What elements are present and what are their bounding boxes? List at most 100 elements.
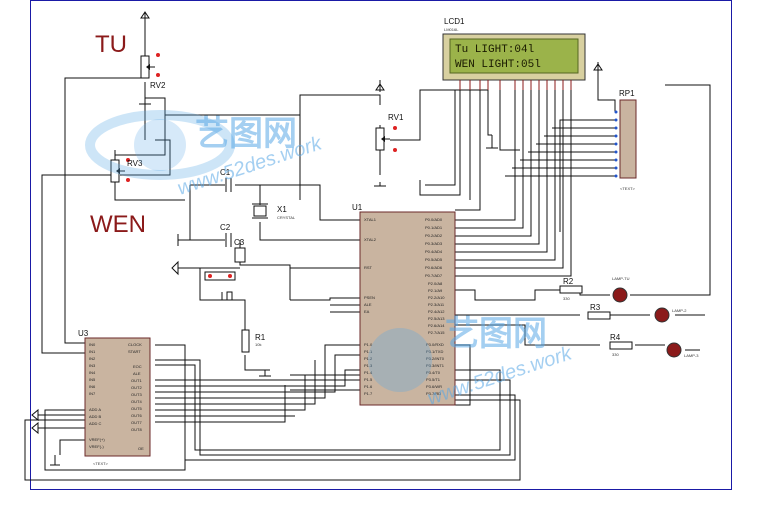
r2-resistor[interactable]: R2 330 — [559, 277, 583, 301]
lcd1-model: LM016L — [444, 27, 459, 32]
svg-text:P3.1/TXD: P3.1/TXD — [426, 349, 443, 354]
svg-text:EA: EA — [364, 309, 370, 314]
rv3-potentiometer[interactable]: RV3 — [110, 158, 143, 183]
svg-text:IN1: IN1 — [89, 349, 96, 354]
watermark-top: 艺图网 www.52des.work — [85, 110, 325, 200]
svg-text:ADD B: ADD B — [89, 414, 102, 419]
lamp-2-label: LAMP-2 — [672, 308, 687, 313]
rp1-label: RP1 — [619, 89, 635, 98]
lcd-data-bus — [419, 90, 572, 277]
svg-text:ALE: ALE — [364, 302, 372, 307]
svg-text:P0.1/AD1: P0.1/AD1 — [425, 225, 443, 230]
svg-text:IN3: IN3 — [89, 363, 96, 368]
svg-text:P0.2/AD2: P0.2/AD2 — [425, 233, 443, 238]
svg-text:P1.5: P1.5 — [364, 377, 373, 382]
svg-text:OUT7: OUT7 — [131, 420, 142, 425]
rp1-text-tag: <TEXT> — [620, 186, 636, 191]
svg-text:OUT4: OUT4 — [131, 399, 142, 404]
svg-text:VREF(+): VREF(+) — [89, 437, 105, 442]
svg-text:OUT3: OUT3 — [131, 392, 142, 397]
rv1-potentiometer[interactable]: RV1 — [375, 113, 404, 152]
u3-text-tag: <TEXT> — [93, 461, 109, 466]
svg-text:CLOCK: CLOCK — [128, 342, 142, 347]
svg-text:IN7: IN7 — [89, 391, 96, 396]
svg-text:P2.6/A14: P2.6/A14 — [428, 323, 445, 328]
svg-text:P2.4/A12: P2.4/A12 — [428, 309, 445, 314]
svg-text:P1.3: P1.3 — [364, 363, 373, 368]
c1-label: C1 — [220, 168, 231, 177]
svg-text:XTAL1: XTAL1 — [364, 217, 377, 222]
svg-text:P0.0/AD0: P0.0/AD0 — [425, 217, 443, 222]
svg-text:OUT8: OUT8 — [131, 427, 142, 432]
lcd-line-1: Tu LIGHT:04l — [455, 44, 534, 56]
c2-capacitor[interactable]: C2 — [220, 223, 232, 247]
svg-text:ADD C: ADD C — [89, 421, 102, 426]
ground-icon — [374, 182, 386, 187]
vcc-icon — [31, 408, 39, 422]
u3-label: U3 — [78, 329, 89, 338]
x1-type: CRYSTAL — [277, 215, 296, 220]
label-tu: TU — [95, 31, 127, 58]
r1-resistor[interactable]: R1 10k — [241, 329, 266, 353]
lamp-1-label: LAMP-TU — [612, 276, 630, 281]
svg-text:P2.0/A8: P2.0/A8 — [428, 281, 443, 286]
watermark-cn-2: 艺图网 — [445, 315, 547, 353]
rp1-resistor-pack[interactable]: RP1 <TEXT> — [614, 89, 637, 191]
svg-text:P0.5/AD5: P0.5/AD5 — [425, 257, 443, 262]
r4-value: 330 — [612, 352, 619, 357]
lcd1-label: LCD1 — [444, 17, 465, 26]
vcc-icon — [31, 421, 39, 435]
svg-text:ALE: ALE — [133, 371, 141, 376]
adc-data-bus — [155, 344, 516, 461]
vcc-icon — [375, 80, 385, 92]
r4-resistor[interactable]: R4 330 — [609, 333, 633, 357]
lamp-3[interactable]: LAMP-3 — [666, 342, 699, 358]
x1-crystal[interactable]: X1 CRYSTAL — [252, 203, 296, 220]
c2-label: C2 — [220, 223, 231, 232]
rv2-label: RV2 — [150, 81, 166, 90]
lcd-pin-row — [459, 80, 572, 90]
svg-text:P3.2/INT0: P3.2/INT0 — [426, 356, 445, 361]
lamp-2[interactable]: LAMP-2 — [654, 307, 687, 323]
rv3-label: RV3 — [127, 159, 143, 168]
ground-icon — [486, 135, 498, 149]
svg-text:P3.3/INT1: P3.3/INT1 — [426, 363, 445, 368]
r2-value: 330 — [563, 296, 570, 301]
svg-text:P1.4: P1.4 — [364, 370, 373, 375]
lamp-1[interactable]: LAMP-TU — [612, 276, 630, 303]
c3-label: C3 — [234, 238, 245, 247]
label-wen: WEN — [90, 211, 146, 238]
vcc-icon — [593, 62, 603, 72]
u1-label: U1 — [352, 203, 363, 212]
svg-text:IN4: IN4 — [89, 370, 96, 375]
reset-button[interactable] — [204, 271, 237, 301]
svg-text:P3.6/WR: P3.6/WR — [426, 384, 442, 389]
svg-text:P2.1/A9: P2.1/A9 — [428, 288, 443, 293]
svg-text:OUT1: OUT1 — [131, 378, 142, 383]
svg-text:P1.0: P1.0 — [364, 342, 373, 347]
svg-text:ADD A: ADD A — [89, 407, 101, 412]
svg-text:P0.4/AD4: P0.4/AD4 — [425, 249, 443, 254]
c3-capacitor[interactable]: C3 — [234, 238, 246, 263]
r2-label: R2 — [563, 277, 574, 286]
ground-icon — [139, 100, 151, 105]
u3-adc[interactable]: U3 IN0 IN1 IN2 IN3 IN4 IN5 IN6 IN7 ADD A… — [78, 329, 151, 466]
u1-microcontroller[interactable]: U1 XTAL1 XTAL2 RST PSEN ALE EA P1.0 P1.1… — [352, 203, 456, 406]
svg-text:P3.5/T1: P3.5/T1 — [426, 377, 441, 382]
lcd1-display[interactable]: LCD1 LM016L Tu LIGHT:04l WEN LIGHT:05l — [442, 17, 586, 90]
svg-text:OUT6: OUT6 — [131, 413, 142, 418]
svg-text:IN6: IN6 — [89, 384, 96, 389]
svg-text:P2.7/A15: P2.7/A15 — [428, 330, 445, 335]
svg-text:OUT2: OUT2 — [131, 385, 142, 390]
rv2-potentiometer[interactable]: RV2 — [140, 53, 166, 90]
svg-text:P0.7/AD7: P0.7/AD7 — [425, 273, 443, 278]
svg-text:RST: RST — [364, 265, 373, 270]
power-symbols — [31, 11, 603, 466]
c1-capacitor[interactable]: C1 — [220, 168, 232, 192]
r3-resistor[interactable]: R3 — [587, 303, 611, 320]
svg-text:P0.6/AD6: P0.6/AD6 — [425, 265, 443, 270]
lcd-line-2: WEN LIGHT:05l — [455, 59, 541, 71]
sheet-border — [30, 0, 732, 490]
rp1-pins — [614, 110, 618, 178]
